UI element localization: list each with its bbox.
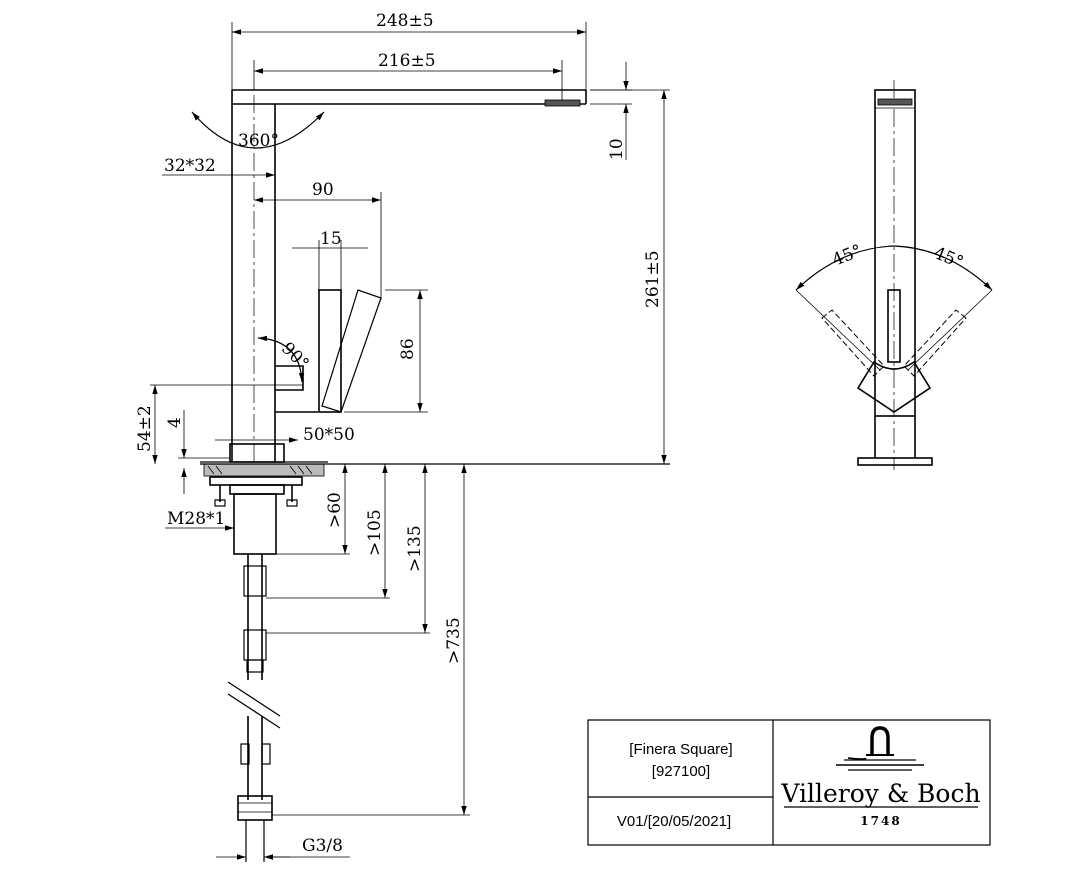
dim-hose-length-total: >735 <box>444 617 464 664</box>
dim-spout-reach: 216±5 <box>378 51 436 71</box>
brand-year: 1748 <box>860 814 901 828</box>
brand-logo: Villeroy & Boch 1748 <box>780 726 981 828</box>
brand-name: Villeroy & Boch <box>780 779 980 808</box>
product-name: [Finera Square] <box>629 741 732 758</box>
side-view-dimensions: 248±5 216±5 360° 32*32 90 15 90° 86 50*5… <box>135 11 670 860</box>
dim-lever-angle-left: 45° <box>830 241 865 271</box>
side-view-faucet <box>200 89 670 862</box>
dim-hose-length-1: >105 <box>365 509 385 556</box>
dim-total-height: 261±5 <box>643 250 663 308</box>
dim-base-height: 54±2 <box>135 405 155 452</box>
front-view-faucet: 45° 45° <box>795 80 993 470</box>
product-code: [927100] <box>652 763 710 780</box>
dim-lever-angle-right: 45° <box>931 243 966 273</box>
dim-base-step: 4 <box>165 417 185 428</box>
dim-lever-offset: 90 <box>312 180 334 200</box>
dim-body-section: 32*32 <box>164 156 216 176</box>
dim-thread-length: >60 <box>325 492 345 528</box>
dim-lever-height: 86 <box>398 338 418 360</box>
dim-swivel: 360° <box>238 131 279 151</box>
dim-base-plate: 50*50 <box>303 425 355 445</box>
dim-connection: G3/8 <box>302 836 343 856</box>
dim-lever-width: 15 <box>320 229 342 249</box>
dim-spout-thickness: 10 <box>607 138 627 160</box>
dim-hose-length-2: >135 <box>405 525 425 572</box>
dim-thread: M28*1 <box>167 509 225 529</box>
dim-overall-reach: 248±5 <box>376 11 434 31</box>
version-label: V01/[20/05/2021] <box>617 813 731 830</box>
title-block: [Finera Square] [927100] V01/[20/05/2021… <box>587 719 991 846</box>
